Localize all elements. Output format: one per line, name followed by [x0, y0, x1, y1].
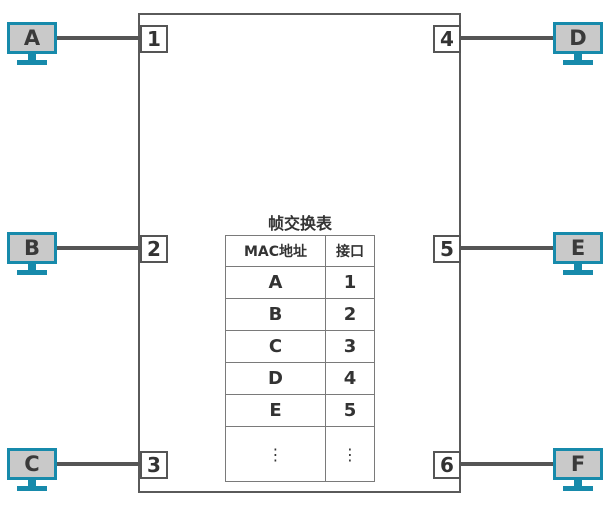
table-row: C 3 [225, 330, 375, 363]
port-cell: 1 [325, 266, 375, 299]
frame-switching-table: MAC地址 接口 A 1 B 2 C 3 D 4 E 5 ⋮ ⋮ [225, 235, 375, 482]
table-title: 帧交换表 [267, 214, 332, 233]
computer-icon-c: C [7, 448, 57, 494]
table-row: D 4 [225, 362, 375, 395]
computer-icon-b: B [7, 232, 57, 278]
table-row: A 1 [225, 266, 375, 299]
link-f [460, 462, 560, 466]
computer-icon-e: E [553, 232, 603, 278]
mac-cell: D [225, 362, 326, 395]
port-cell: 2 [325, 298, 375, 331]
host-label-e: E [556, 235, 600, 261]
link-a [50, 36, 140, 40]
mac-cell: C [225, 330, 326, 363]
link-c [50, 462, 140, 466]
port-5: 5 [433, 235, 461, 263]
port-4: 4 [433, 25, 461, 53]
table-row: E 5 [225, 394, 375, 427]
link-d [460, 36, 560, 40]
port-3: 3 [140, 451, 168, 479]
header-interface: 接口 [325, 235, 375, 267]
mac-cell: B [225, 298, 326, 331]
table-row: B 2 [225, 298, 375, 331]
port-cell: 4 [325, 362, 375, 395]
port-2: 2 [140, 235, 168, 263]
host-label-d: D [556, 25, 600, 51]
mac-cell: A [225, 266, 326, 299]
mac-cell: E [225, 394, 326, 427]
port-6: 6 [433, 451, 461, 479]
table-row: ⋮ ⋮ [225, 426, 375, 482]
header-mac-address: MAC地址 [225, 235, 326, 267]
port-cell-ellipsis: ⋮ [325, 426, 375, 482]
port-cell: 3 [325, 330, 375, 363]
host-label-c: C [10, 451, 54, 477]
port-cell: 5 [325, 394, 375, 427]
computer-icon-a: A [7, 22, 57, 68]
host-label-a: A [10, 25, 54, 51]
link-e [460, 246, 560, 250]
computer-icon-f: F [553, 448, 603, 494]
link-b [50, 246, 140, 250]
port-1: 1 [140, 25, 168, 53]
host-label-f: F [556, 451, 600, 477]
computer-icon-d: D [553, 22, 603, 68]
mac-cell-ellipsis: ⋮ [225, 426, 326, 482]
host-label-b: B [10, 235, 54, 261]
